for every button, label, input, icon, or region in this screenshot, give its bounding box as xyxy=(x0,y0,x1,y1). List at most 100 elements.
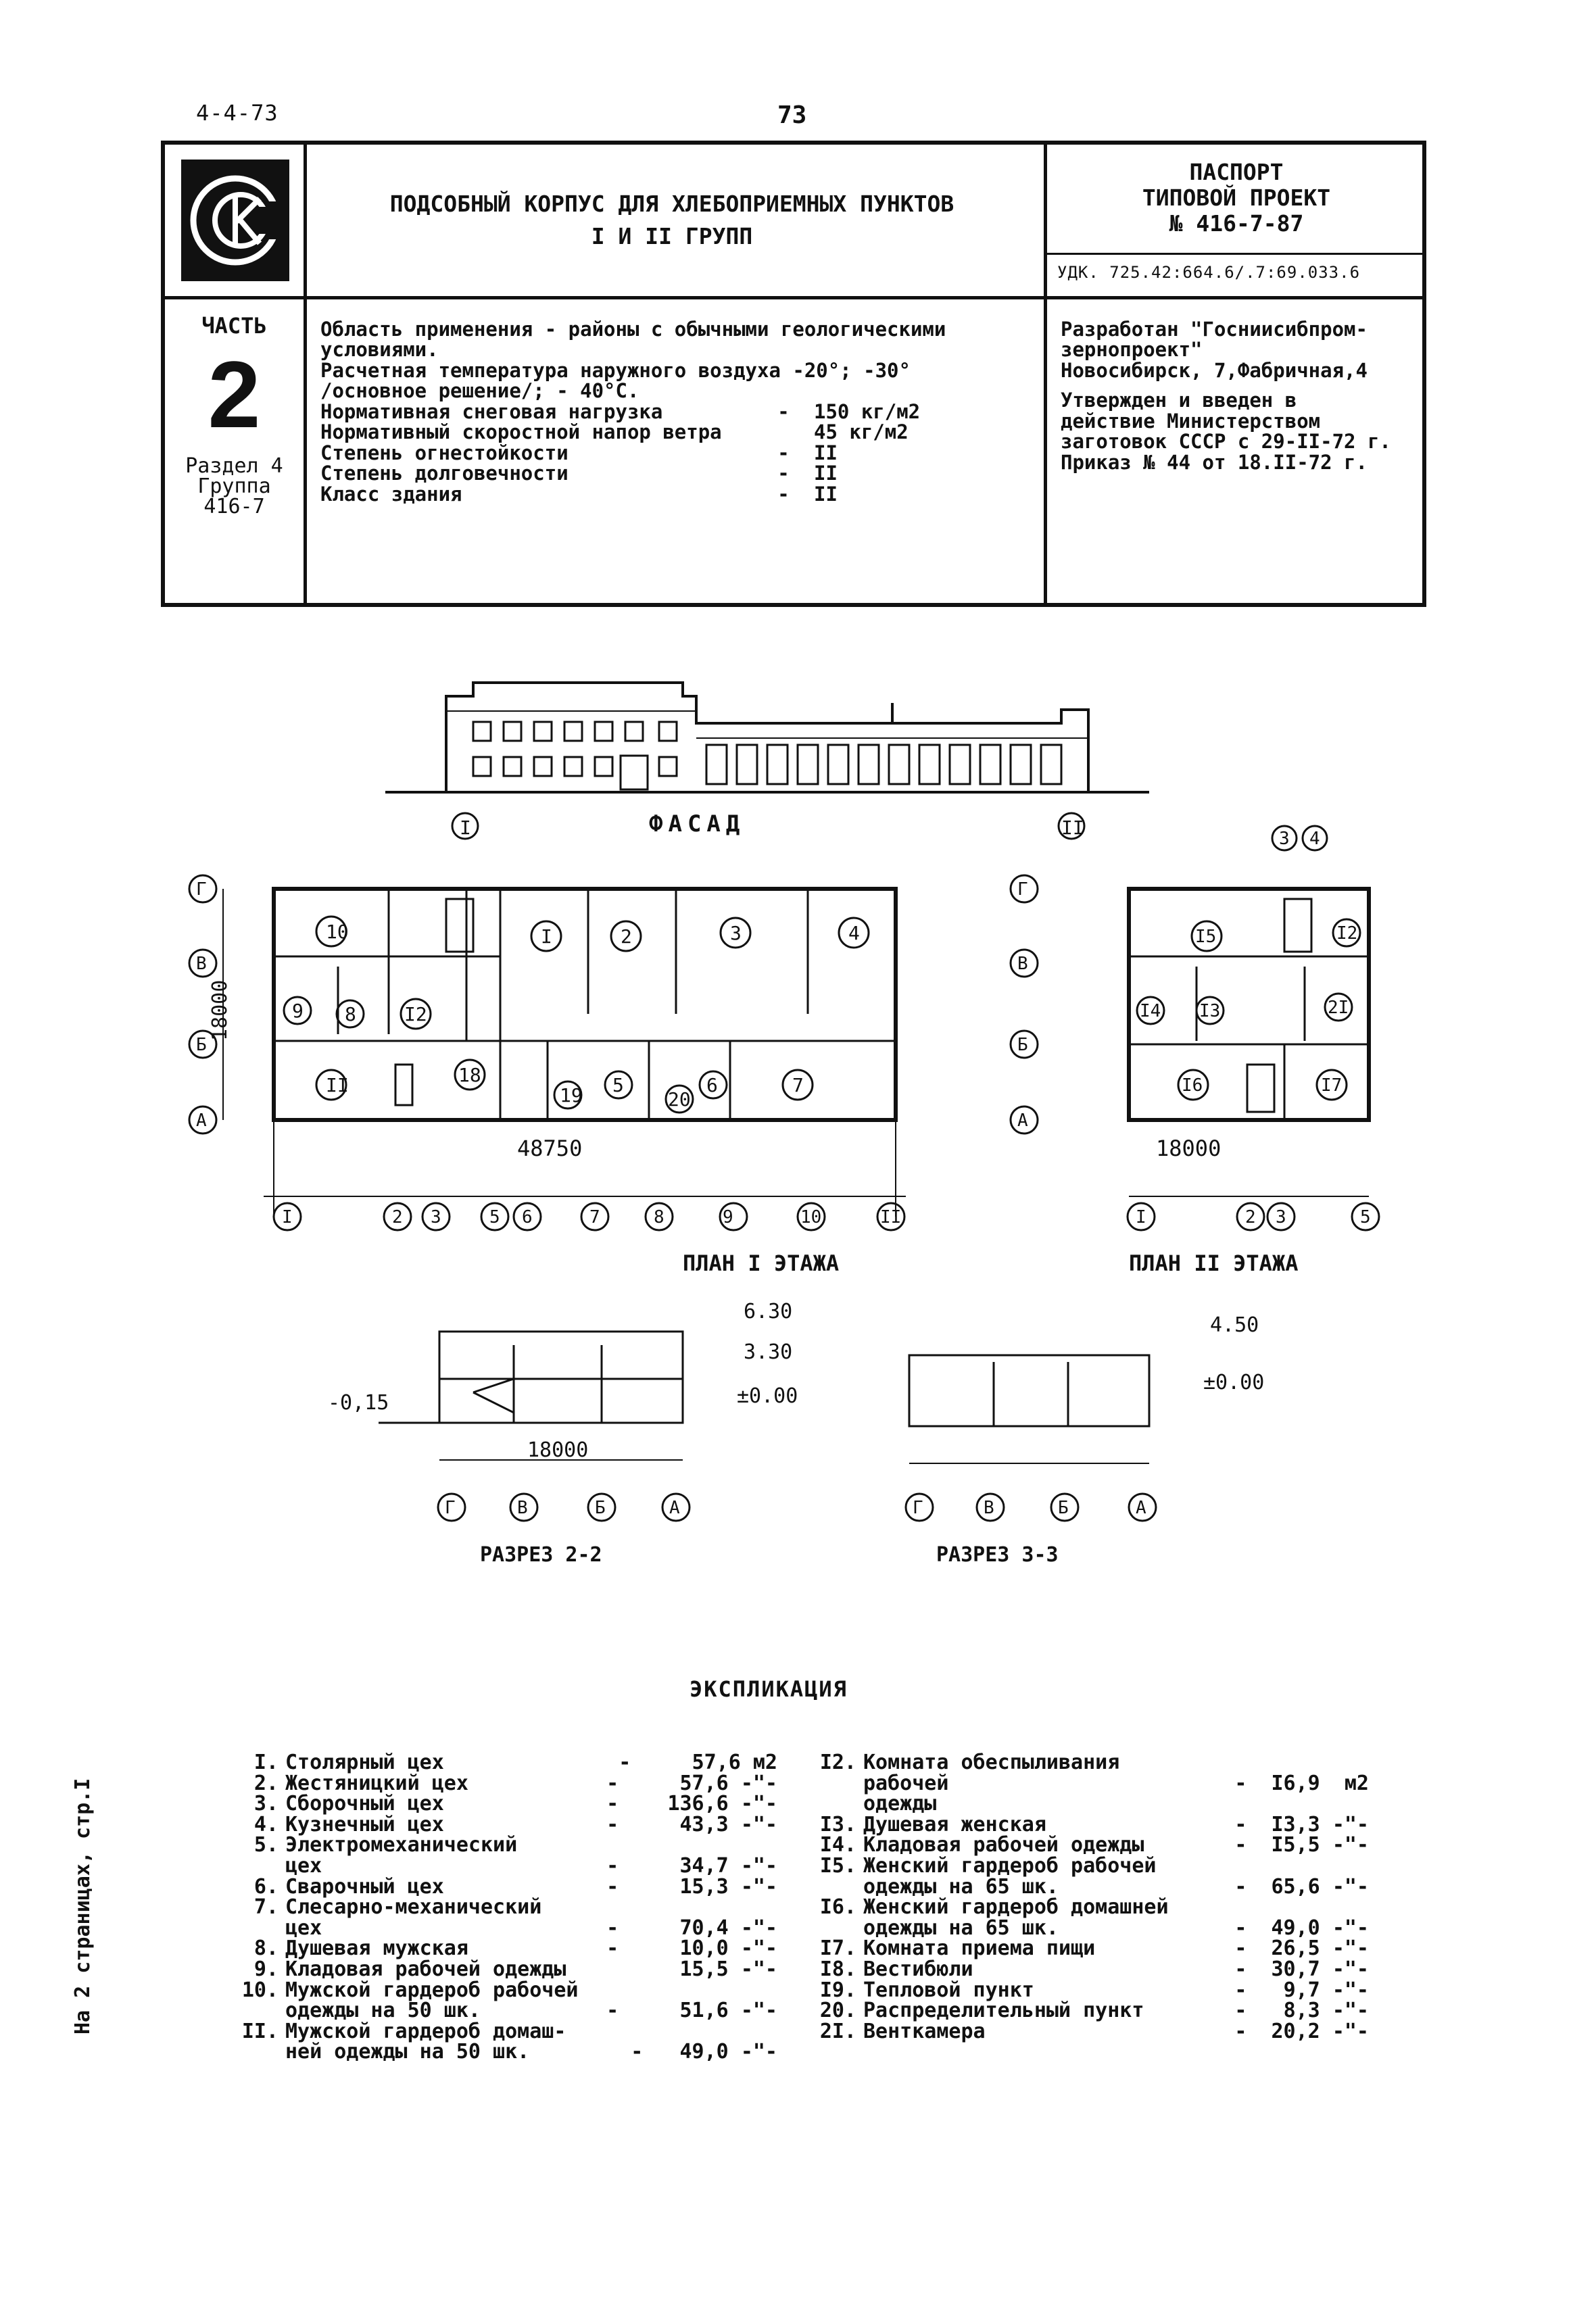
svg-text:5: 5 xyxy=(612,1074,624,1096)
svg-text:5: 5 xyxy=(1360,1207,1371,1227)
svg-text:3.30: 3.30 xyxy=(744,1340,792,1364)
svg-text:4.50: 4.50 xyxy=(1210,1313,1259,1337)
facade-axis-2: II xyxy=(1061,817,1084,839)
svg-text:18: 18 xyxy=(458,1064,481,1086)
svg-text:Г: Г xyxy=(196,879,207,900)
svg-text:В: В xyxy=(517,1498,528,1518)
svg-text:I: I xyxy=(541,925,552,948)
list-item: I.Столярный цех- 57,6 м2 xyxy=(253,1751,777,1774)
list-item: I7.Комната приема пищи- 26,5 -"- xyxy=(819,1936,1369,1961)
svg-text:Б: Б xyxy=(1058,1498,1069,1518)
svg-text:I: I xyxy=(282,1207,293,1227)
list-item: 4.Кузнечный цех- 43,3 -"- xyxy=(253,1812,777,1836)
svg-text:Г: Г xyxy=(445,1498,456,1518)
page-count-note: На 2 страницах, стр.I xyxy=(71,1778,95,2034)
svg-text:А: А xyxy=(196,1111,207,1131)
svg-text:7: 7 xyxy=(589,1207,600,1227)
svg-text:3: 3 xyxy=(1276,1207,1286,1227)
explication-left: I.Столярный цех- 57,6 м2 2.Жестяницкий ц… xyxy=(237,1751,777,2064)
svg-text:В: В xyxy=(196,954,207,974)
plan1-rooms: 10 I 2 3 4 9 8 I2 II 18 5 19 20 6 7 xyxy=(292,921,860,1111)
list-item: 3.Сборочный цех- 136,6 -"- xyxy=(253,1792,777,1816)
list-item: I4.Кладовая рабочей одежды- I5,5 -"- xyxy=(819,1833,1369,1857)
page-number: 73 xyxy=(777,101,807,129)
svg-text:6: 6 xyxy=(706,1074,718,1096)
svg-text:-0,15: -0,15 xyxy=(328,1391,389,1415)
svg-text:I2: I2 xyxy=(1336,923,1357,944)
svg-text:I2: I2 xyxy=(404,1003,427,1025)
svg-text:4: 4 xyxy=(1309,829,1320,849)
svg-text:9: 9 xyxy=(723,1207,733,1227)
list-item: I3.Душевая женская- I3,3 -"- xyxy=(819,1812,1369,1836)
svg-text:6: 6 xyxy=(522,1207,533,1227)
svg-text:А: А xyxy=(669,1498,680,1518)
svg-text:В: В xyxy=(1017,954,1028,974)
svg-text:2I: 2I xyxy=(1328,998,1349,1018)
svg-text:А: А xyxy=(1136,1498,1146,1518)
list-item: 8.Душевая мужская- 10,0 -"- xyxy=(253,1936,777,1961)
svg-text:Г: Г xyxy=(1017,879,1028,900)
section33-label: РАЗРЕЗ 3-3 xyxy=(936,1543,1059,1567)
svg-text:2: 2 xyxy=(1245,1207,1256,1227)
svg-text:3: 3 xyxy=(1279,829,1290,849)
list-item: I9.Тепловой пункт- 9,7 -"- xyxy=(819,1978,1369,2002)
plan2-length: 18000 xyxy=(1156,1136,1221,1161)
svg-text:20: 20 xyxy=(668,1088,691,1111)
svg-text:Б: Б xyxy=(196,1035,207,1055)
svg-text:I: I xyxy=(1136,1207,1146,1227)
svg-text:8: 8 xyxy=(654,1207,664,1227)
list-item: II.Мужской гардероб домаш-ней одежды на … xyxy=(241,2019,777,2064)
section22-width: 18000 xyxy=(527,1438,588,1462)
title-block: ПОДСОБНЫЙ КОРПУС ДЛЯ ХЛЕБОПРИЕМНЫХ ПУНКТ… xyxy=(161,141,1426,607)
plan1-label: ПЛАН I ЭТАЖА xyxy=(683,1250,839,1276)
section-2-2-drawing xyxy=(379,1330,684,1461)
svg-text:Б: Б xyxy=(595,1498,606,1518)
svg-text:I5: I5 xyxy=(1195,927,1216,947)
facade-label: ФАСАД xyxy=(649,810,745,837)
list-item: 6.Сварочный цех- 15,3 -"- xyxy=(253,1874,777,1899)
list-item: I8.Вестибюли- 30,7 -"- xyxy=(819,1957,1369,1981)
facade-drawing xyxy=(385,681,1149,794)
passport-block: ПАСПОРТ ТИПОВОЙ ПРОЕКТ № 416-7-87 xyxy=(1142,159,1331,237)
udk-code: УДК. 725.42:664.6/.7:69.033.6 xyxy=(1057,263,1361,282)
sk-logo-icon xyxy=(181,160,289,281)
svg-text:Г: Г xyxy=(913,1498,923,1518)
svg-text:7: 7 xyxy=(792,1074,804,1096)
explication-title: ЭКСПЛИКАЦИЯ xyxy=(690,1676,848,1702)
plan2-drawing xyxy=(1127,887,1371,1197)
svg-text:8: 8 xyxy=(345,1003,356,1025)
svg-text:±0.00: ±0.00 xyxy=(1203,1371,1264,1394)
svg-text:3: 3 xyxy=(431,1207,441,1227)
svg-text:В: В xyxy=(984,1498,994,1518)
svg-text:4: 4 xyxy=(848,922,860,944)
svg-text:10: 10 xyxy=(800,1207,821,1227)
list-item: 2.Жестяницкий цех- 57,6 -"- xyxy=(253,1771,777,1795)
svg-text:I6: I6 xyxy=(1182,1075,1203,1096)
plan1-length: 48750 xyxy=(517,1136,582,1161)
svg-text:3: 3 xyxy=(730,922,742,944)
svg-text:6.30: 6.30 xyxy=(744,1300,792,1323)
svg-text:5: 5 xyxy=(489,1207,500,1227)
facade-axis-1: I xyxy=(460,817,471,839)
list-item: 2I.Венткамера- 20,2 -"- xyxy=(819,2019,1369,2043)
plan1-width: 18000 xyxy=(208,980,232,1041)
part-block: ЧАСТЬ 2 Раздел 4 Группа 416-7 xyxy=(185,313,283,518)
svg-text:А: А xyxy=(1017,1111,1028,1131)
section-3-3-drawing xyxy=(908,1354,1151,1464)
svg-text:2: 2 xyxy=(392,1207,403,1227)
doc-code: 4-4-73 xyxy=(196,100,279,126)
svg-text:2: 2 xyxy=(621,925,632,948)
svg-text:I3: I3 xyxy=(1199,1001,1220,1021)
svg-text:9: 9 xyxy=(292,1000,304,1022)
spec-block: Область применения - районы с обычными г… xyxy=(320,318,946,506)
svg-text:I7: I7 xyxy=(1321,1075,1342,1096)
svg-text:Б: Б xyxy=(1017,1035,1028,1055)
